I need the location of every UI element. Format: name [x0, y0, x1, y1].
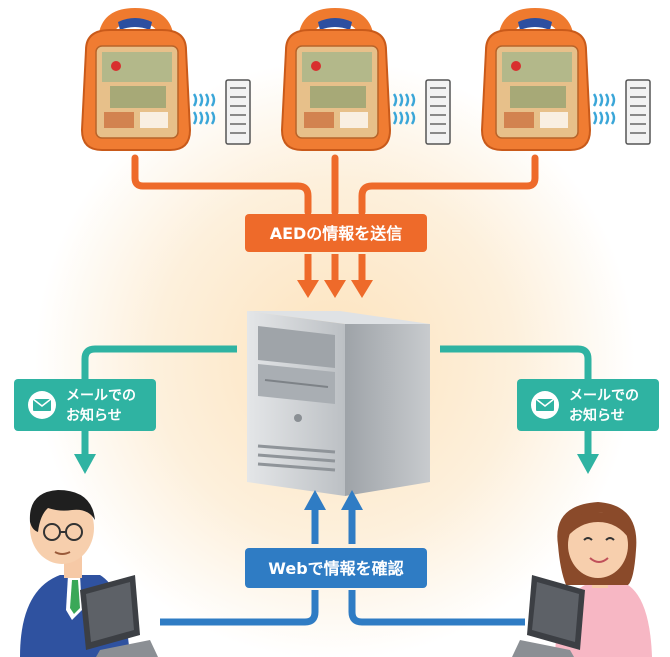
mail-label-left: メールでの お知らせ [14, 379, 156, 431]
web-arrow-right [341, 490, 363, 510]
mail-right-line1: メールでの [569, 388, 639, 404]
mail-icon [28, 391, 56, 419]
mail-arrow-left [74, 454, 96, 474]
send-arrows [297, 254, 373, 298]
monitor-icon [512, 575, 585, 657]
web-arrow-left [304, 490, 326, 510]
server-icon [247, 311, 430, 496]
wireless-waves-icon [592, 93, 616, 125]
aed-icon [480, 8, 592, 151]
send-label: AEDの情報を送信 [245, 214, 427, 252]
web-label-text: Webで情報を確認 [268, 559, 403, 578]
mail-connectors [81, 345, 592, 456]
send-connectors [131, 154, 539, 216]
wireless-waves-icon [192, 93, 216, 125]
communicator-icon [225, 79, 251, 145]
mail-right-line2: お知らせ [569, 407, 625, 424]
aed-device-1 [80, 8, 251, 151]
wireless-waves-icon [392, 93, 416, 125]
aed-icon [80, 8, 192, 151]
communicator-icon [425, 79, 451, 145]
web-label: Webで情報を確認 [245, 548, 427, 588]
send-label-text: AEDの情報を送信 [270, 224, 403, 243]
mail-left-line1: メールでの [66, 388, 136, 404]
mail-left-line2: お知らせ [66, 407, 122, 424]
communicator-icon [625, 79, 651, 145]
mail-arrow-right [577, 454, 599, 474]
web-connectors [160, 508, 525, 626]
aed-device-2 [280, 8, 451, 151]
aed-device-3 [480, 8, 651, 151]
mail-icon [531, 391, 559, 419]
monitor-icon [80, 575, 158, 657]
mail-label-right: メールでの お知らせ [517, 379, 659, 431]
aed-icon [280, 8, 392, 151]
